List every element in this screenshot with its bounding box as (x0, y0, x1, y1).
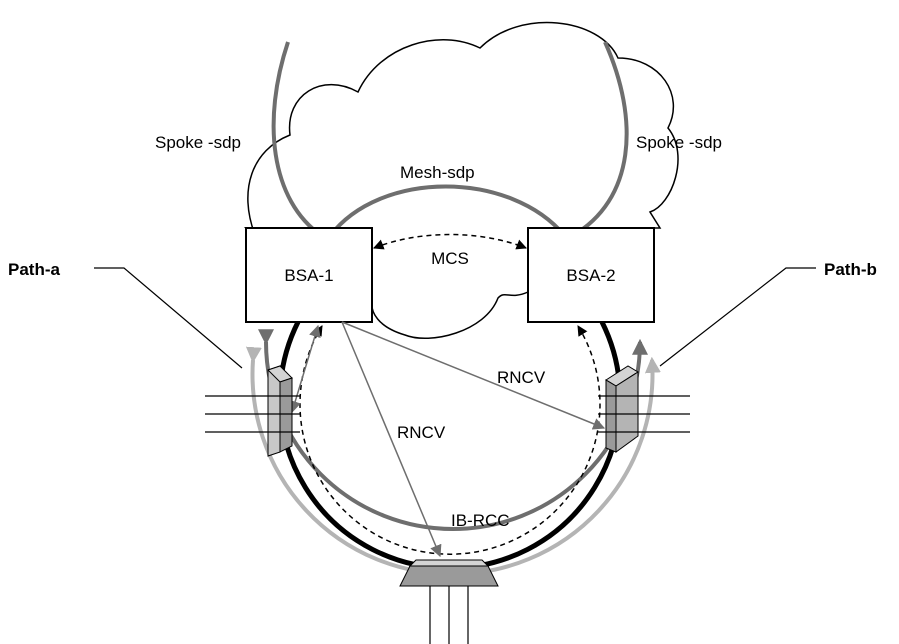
mcs-link (373, 233, 527, 250)
device-right[interactable] (605, 365, 639, 453)
spoke-sdp-left-link (271, 41, 324, 238)
bottom-port-stubs (429, 586, 469, 644)
ib-rcc-label: IB-RCC (451, 511, 510, 530)
mcs-label: MCS (431, 249, 469, 268)
device-bottom[interactable] (399, 559, 499, 587)
bsa-1-label: BSA-1 (284, 266, 333, 285)
mesh-sdp-link (328, 184, 567, 238)
path-a-label: Path-a (8, 260, 61, 279)
spoke-sdp-right-label: Spoke -sdp (636, 133, 722, 152)
device-left[interactable] (267, 365, 293, 457)
bsa-1-box[interactable] (245, 227, 373, 323)
rncv-center-arrow (341, 321, 442, 558)
ib-rcc-ring (299, 325, 601, 555)
left-port-stubs (205, 395, 300, 433)
path-a-callout (94, 267, 243, 369)
spoke-sdp-right-link (571, 41, 629, 238)
bsa-2-label: BSA-2 (566, 266, 615, 285)
right-port-stubs (598, 395, 690, 433)
rncv-right-label: RNCV (497, 368, 546, 387)
rncv-left-arrow (289, 324, 321, 414)
path-b-label: Path-b (824, 260, 877, 279)
rncv-center-label: RNCV (397, 423, 446, 442)
bsa-2-box[interactable] (527, 227, 655, 323)
spoke-sdp-left-label: Spoke -sdp (155, 133, 241, 152)
mesh-sdp-label: Mesh-sdp (400, 163, 475, 182)
path-b-callout (659, 267, 816, 367)
rncv-right-arrow (341, 321, 606, 430)
